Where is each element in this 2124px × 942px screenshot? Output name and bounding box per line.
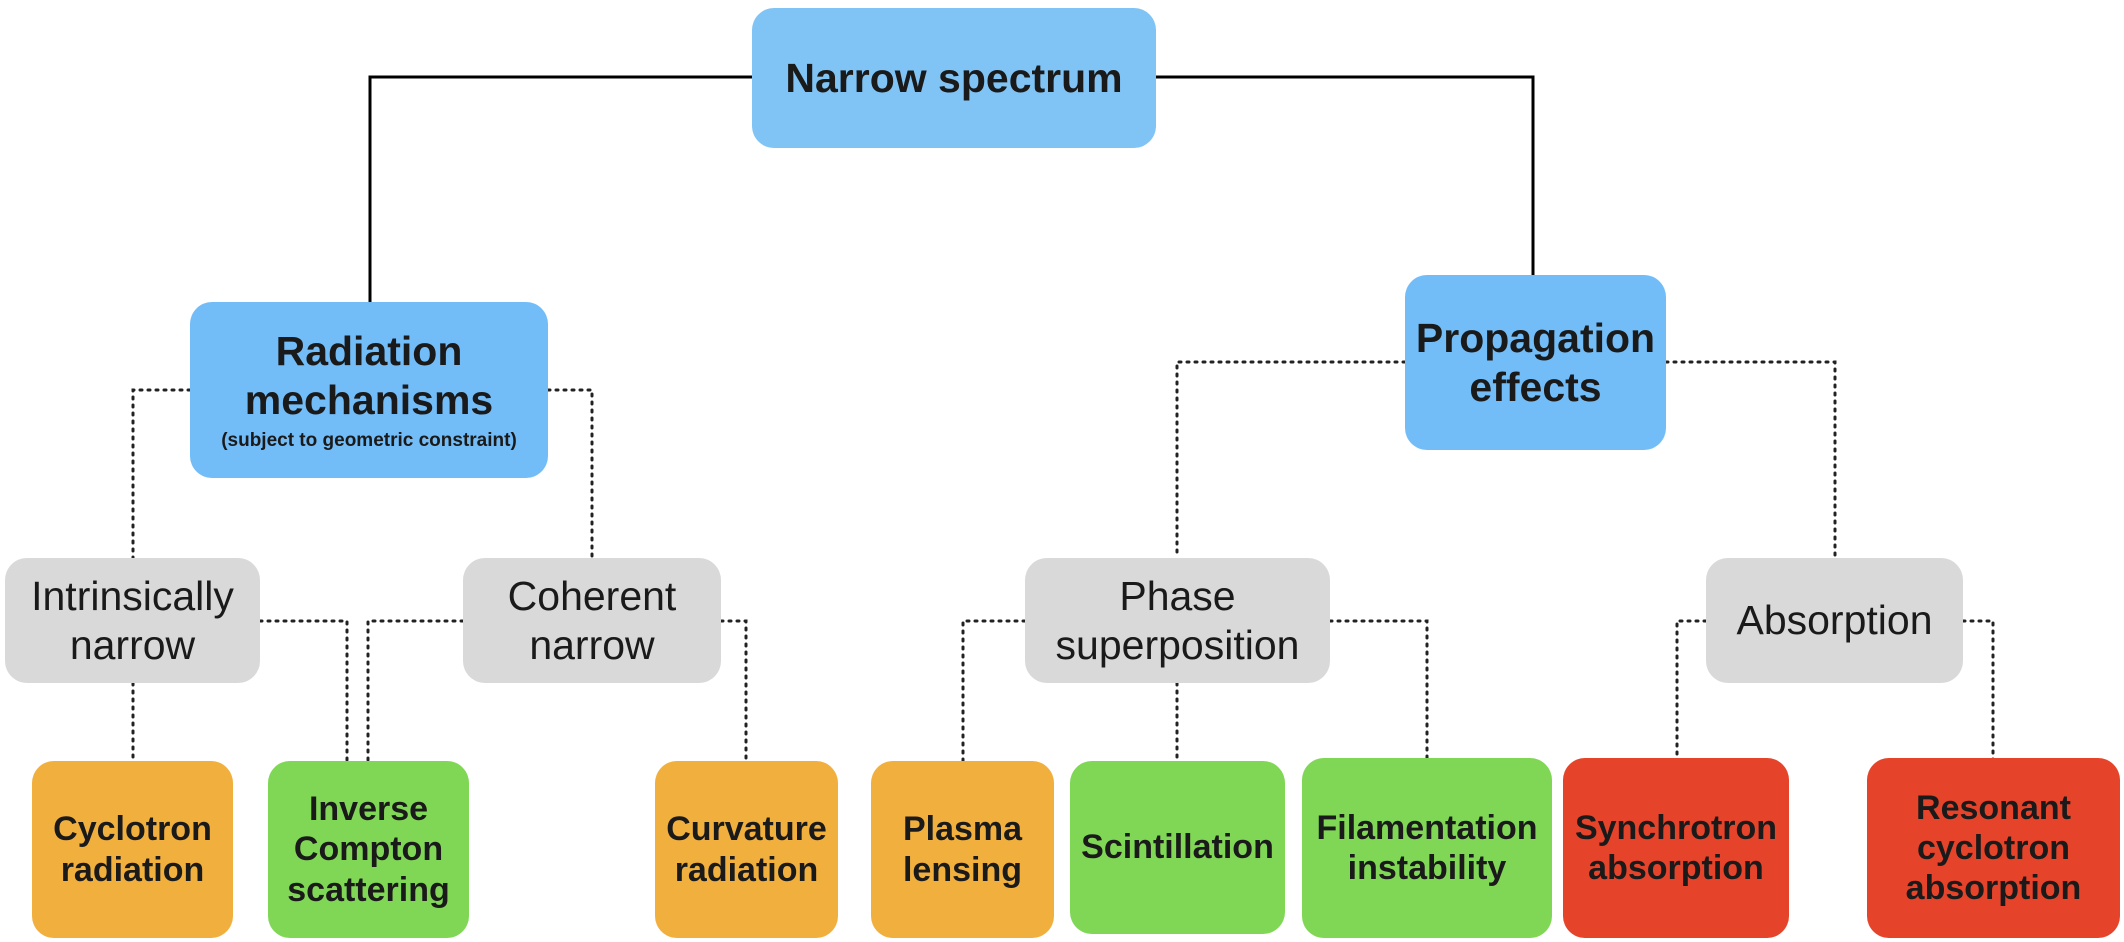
intrinsic-label-line2: narrow: [69, 621, 196, 668]
radiation-to-intrinsic-line: [131, 388, 192, 560]
scintillation-node: Scintillation: [1070, 761, 1285, 934]
filamentation-line1: Filamentation: [1316, 808, 1538, 847]
absorption-label: Absorption: [1736, 597, 1933, 644]
phase-to-plasma-line: [961, 619, 1027, 763]
intrinsic-to-inverse-compton-line: [258, 619, 349, 763]
plasma-lensing-node: Plasma lensing: [871, 761, 1054, 938]
intrinsic-label-line1: Intrinsically: [31, 573, 234, 620]
root-label: Narrow spectrum: [785, 54, 1123, 101]
resonant-line1: Resonant: [1916, 788, 2071, 827]
intrinsically-narrow-node: Intrinsically narrow: [5, 558, 260, 683]
synchrotron-line1: Synchrotron: [1574, 808, 1778, 847]
filamentation-line2: instability: [1347, 849, 1507, 887]
radiation-to-coherent-line: [546, 388, 594, 560]
inverse-compton-line3: scattering: [287, 870, 450, 909]
curvature-line1: Curvature: [666, 810, 827, 849]
absorption-to-resonant-line: [1961, 619, 1995, 763]
radiation-note: (subject to geometric constraint): [221, 430, 517, 452]
plasma-line1: Plasma: [902, 810, 1023, 849]
synchrotron-absorption-node: Synchrotron absorption: [1563, 758, 1789, 938]
phase-superposition-node: Phase superposition: [1025, 558, 1330, 683]
radiation-mechanisms-node: Radiation mechanisms (subject to geometr…: [190, 302, 548, 478]
inverse-compton-scattering-node: Inverse Compton scattering: [268, 761, 469, 938]
radiation-label-line2: mechanisms: [244, 376, 494, 423]
curvature-radiation-node: Curvature radiation: [655, 761, 838, 938]
propagation-to-phase-line: [1175, 360, 1407, 560]
absorption-node: Absorption: [1706, 558, 1963, 683]
propagation-to-absorption-line: [1664, 360, 1837, 560]
root-to-propagation-line: [1156, 75, 1535, 275]
resonant-cyclotron-absorption-node: Resonant cyclotron absorption: [1867, 758, 2120, 938]
resonant-line3: absorption: [1905, 869, 2082, 908]
phase-to-filamentation-line: [1328, 619, 1429, 763]
inverse-compton-line1: Inverse: [308, 790, 429, 829]
propagation-label-line2: effects: [1469, 363, 1602, 410]
curvature-line2: radiation: [674, 850, 819, 889]
phase-label-line1: Phase: [1119, 573, 1236, 620]
coherent-to-inverse-compton-line: [366, 619, 465, 763]
synchrotron-line2: absorption: [1588, 849, 1764, 887]
absorption-to-synchrotron-line: [1675, 619, 1708, 763]
coherent-label-line2: narrow: [529, 621, 655, 668]
root-to-radiation-line: [368, 75, 752, 302]
coherent-to-curvature-line: [719, 619, 748, 763]
cyclotron-line2: radiation: [60, 850, 205, 889]
plasma-line2: lensing: [902, 850, 1023, 889]
phase-label-line2: superposition: [1055, 621, 1300, 668]
propagation-effects-node: Propagation effects: [1405, 275, 1666, 450]
root-node-narrow-spectrum: Narrow spectrum: [752, 8, 1156, 148]
cyclotron-radiation-node: Cyclotron radiation: [32, 761, 233, 938]
scintillation-line1: Scintillation: [1081, 828, 1274, 867]
resonant-line2: cyclotron: [1916, 828, 2071, 867]
radiation-label-line1: Radiation: [275, 328, 463, 375]
cyclotron-line1: Cyclotron: [53, 810, 212, 849]
propagation-label-line1: Propagation: [1415, 315, 1656, 362]
inverse-compton-line2: Compton: [293, 830, 444, 869]
coherent-narrow-node: Coherent narrow: [463, 558, 721, 683]
coherent-label-line1: Coherent: [507, 573, 677, 620]
filamentation-instability-node: Filamentation instability: [1302, 758, 1552, 938]
